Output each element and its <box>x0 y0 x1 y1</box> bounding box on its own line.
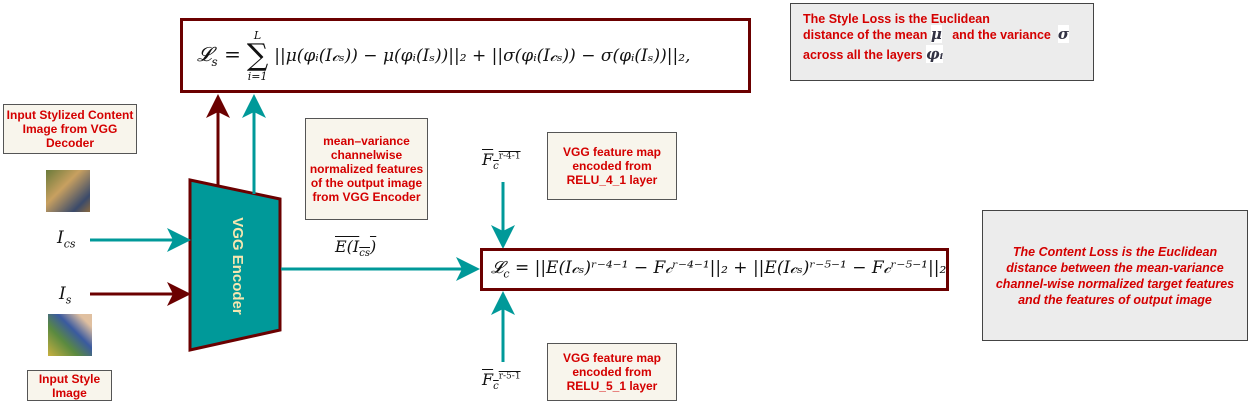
e-ics-label: E(Ics) <box>335 237 377 260</box>
is-label: Is <box>59 284 72 307</box>
style-loss-sub: s <box>211 55 218 69</box>
content-loss-note: The Content Loss is the Euclidean distan… <box>982 210 1248 341</box>
fc51-label: Fcr-5-1 <box>482 370 521 393</box>
style-image <box>48 314 92 356</box>
style-loss-note: The Style Loss is the Euclidean distance… <box>790 3 1094 81</box>
input-stylized-label: Input Stylized Content Image from VGG De… <box>3 104 137 154</box>
feature-map-41-note: VGG feature map encoded from RELU_4_1 la… <box>547 132 677 200</box>
vgg-encoder-label: VGG Encoder <box>229 217 246 315</box>
style-note-line3: across all the layers <box>803 48 923 62</box>
mu-symbol: μ <box>930 25 942 43</box>
style-note-line2b: and the variance <box>952 28 1051 42</box>
phi-symbol: φᵢ <box>926 45 944 63</box>
content-loss-body: = ||E(I𝒸ₛ)ʳ⁻⁴⁻¹ − F𝒸ʳ⁻⁴⁻¹||₂ + ||E(I𝒸ₛ)ʳ… <box>514 258 947 279</box>
sum-upper: L <box>253 28 262 42</box>
sigma-symbol: σ <box>1057 25 1069 43</box>
content-loss-sub: c <box>503 267 510 281</box>
content-loss-formula: 𝓛c = ||E(I𝒸ₛ)ʳ⁻⁴⁻¹ − F𝒸ʳ⁻⁴⁻¹||₂ + ||E(I𝒸… <box>480 248 949 291</box>
style-loss-body: ||μ(φᵢ(I𝒸ₛ)) − μ(φᵢ(Iₛ))||₂ + ||σ(φᵢ(I𝒸ₛ… <box>274 45 691 66</box>
sum-lower: i=1 <box>247 69 268 83</box>
style-note-line1: The Style Loss is the Euclidean <box>803 12 990 26</box>
fc41-label: Fcr-4-1 <box>482 150 521 173</box>
feature-map-51-note: VGG feature map encoded from RELU_5_1 la… <box>547 343 677 401</box>
input-style-label: Input Style Image <box>27 370 112 401</box>
style-loss-formula: 𝓛s = L ∑ i=1 ||μ(φᵢ(I𝒸ₛ)) − μ(φᵢ(Iₛ))||₂… <box>180 18 751 93</box>
content-loss-symbol: 𝓛 <box>491 258 504 279</box>
ics-label: Ics <box>57 228 76 251</box>
style-note-line2a: distance of the mean <box>803 28 928 42</box>
style-loss-symbol: 𝓛 <box>197 42 212 66</box>
mean-variance-label: mean–variance channelwise normalized fea… <box>305 118 428 220</box>
stylized-content-image <box>46 170 90 212</box>
